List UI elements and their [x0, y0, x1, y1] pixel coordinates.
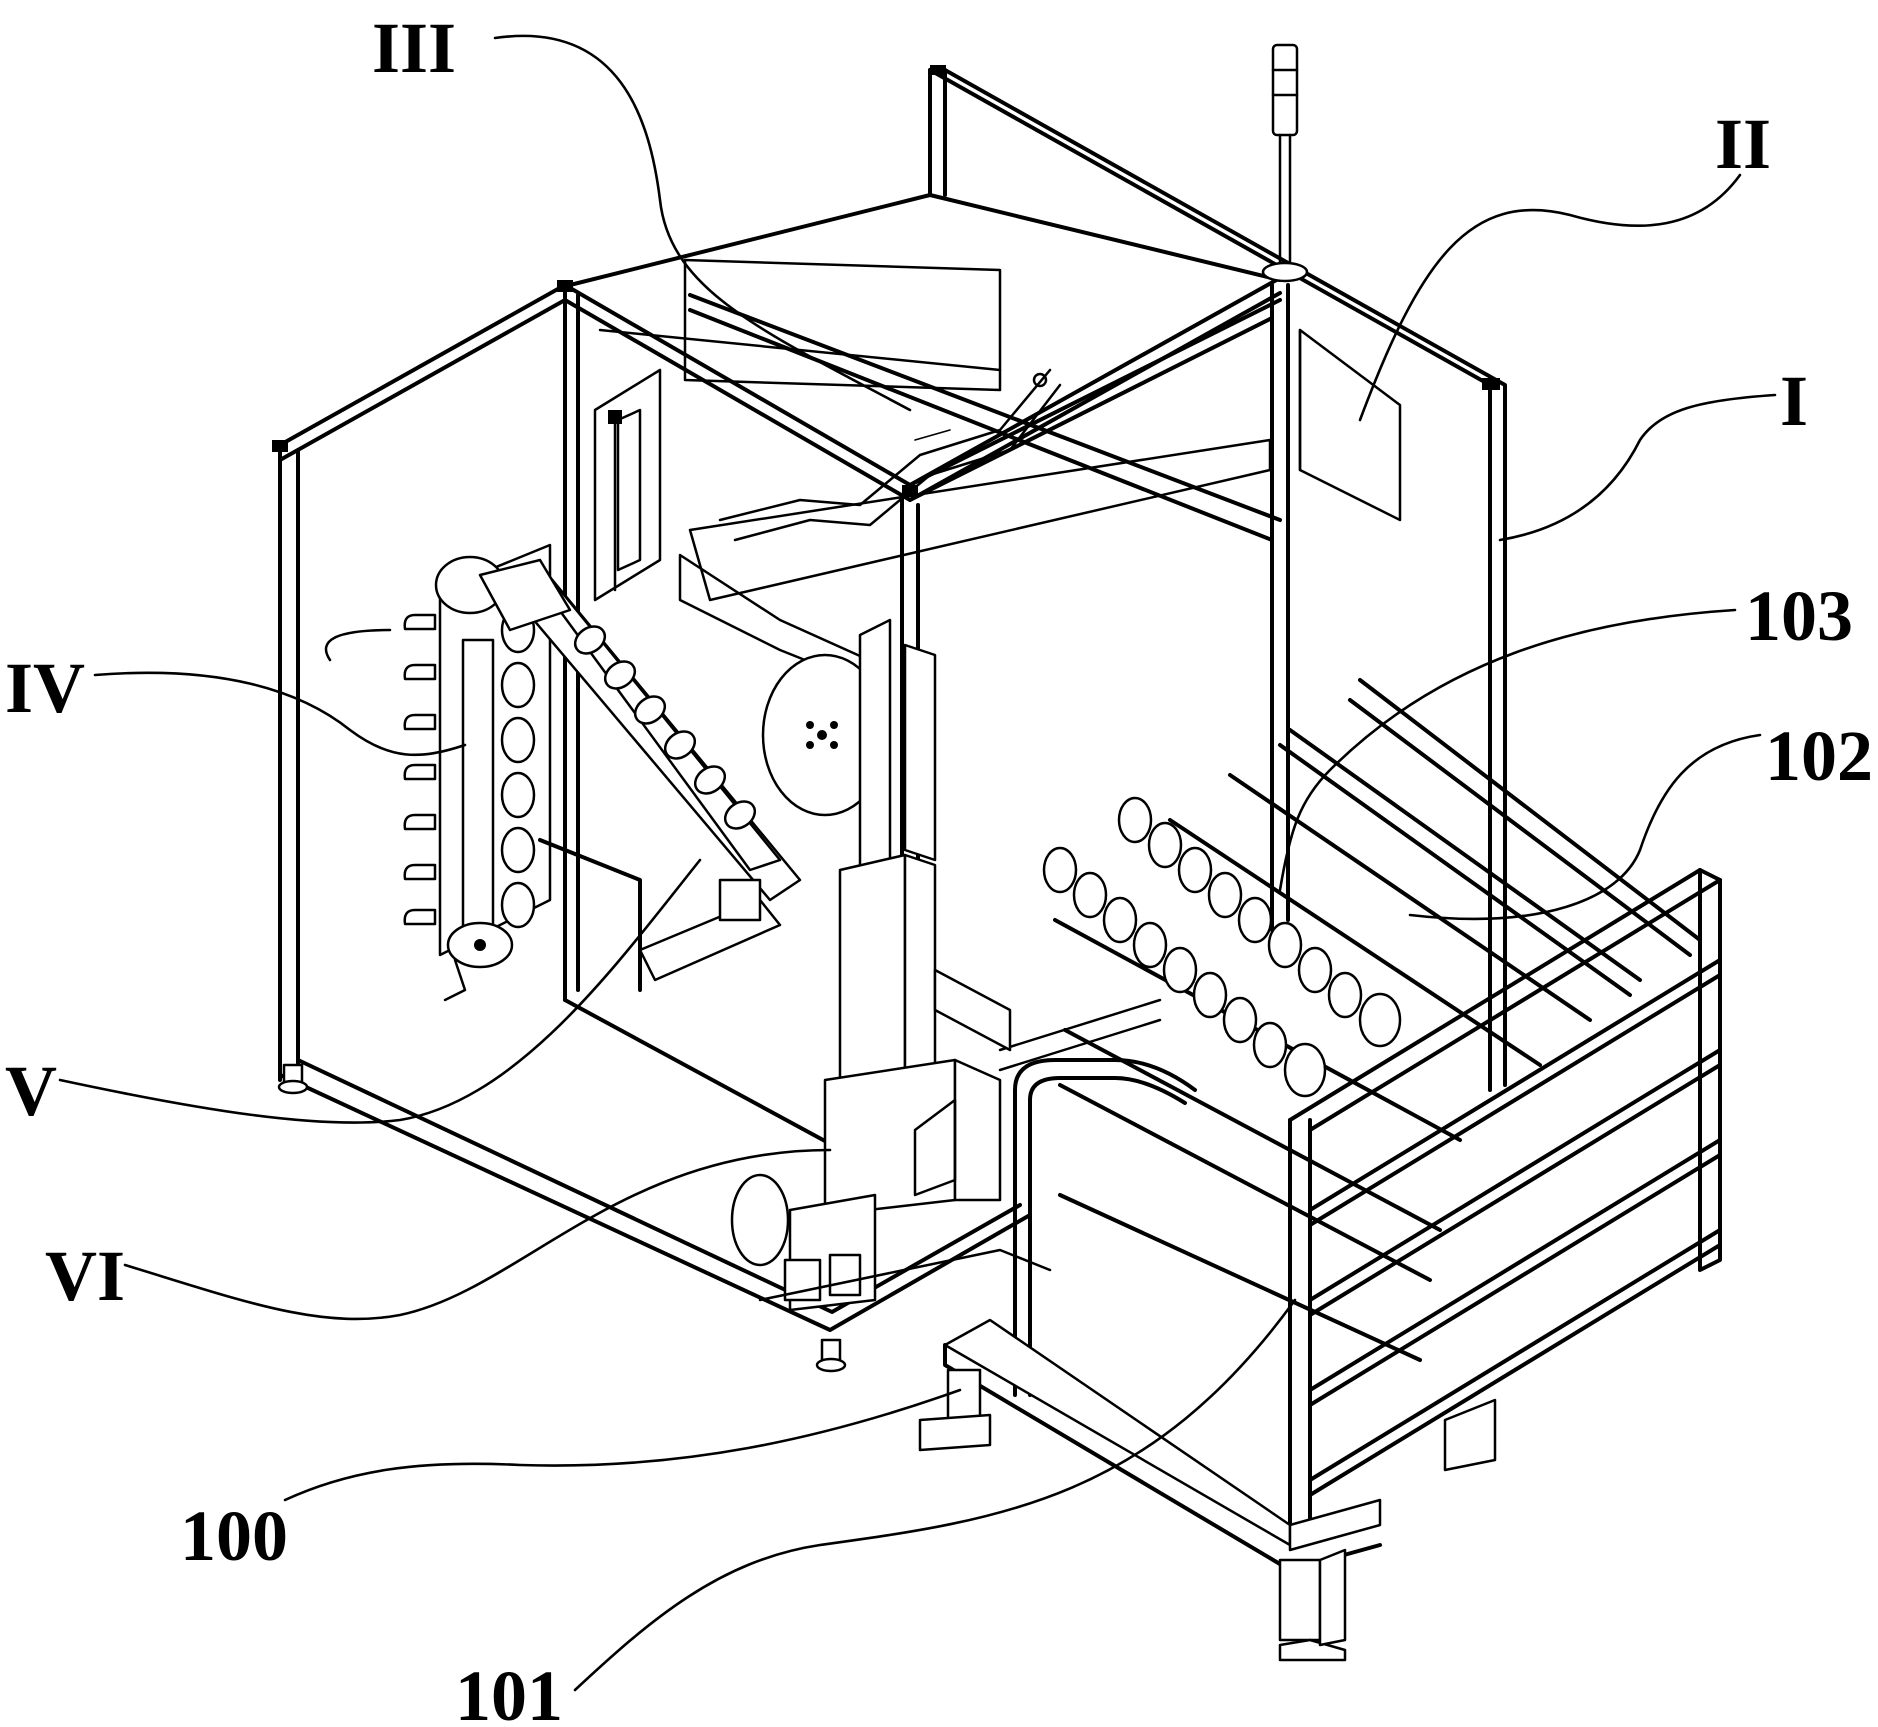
- leader-103: [1280, 610, 1735, 890]
- reference-labels: III II I 103 102 IV V VI 100 101: [5, 8, 1873, 1727]
- roller-row-back: [1119, 798, 1400, 1046]
- label-VI: VI: [45, 1236, 125, 1316]
- roller-rack-rollers: [1044, 798, 1400, 1096]
- label-III: III: [372, 8, 456, 88]
- leader-V: [60, 860, 700, 1123]
- label-IV: IV: [5, 648, 85, 728]
- label-I: I: [1780, 361, 1808, 441]
- label-II: II: [1715, 104, 1771, 184]
- left-guide-column: [595, 370, 660, 600]
- signal-tower: [1263, 45, 1307, 281]
- leader-I: [1500, 395, 1775, 540]
- leader-100: [285, 1390, 960, 1500]
- leader-VI: [125, 1150, 830, 1319]
- label-100: 100: [180, 1496, 288, 1576]
- leader-II: [1360, 175, 1740, 420]
- label-V: V: [5, 1051, 57, 1131]
- label-101: 101: [455, 1656, 563, 1727]
- label-102: 102: [1765, 716, 1873, 796]
- label-103: 103: [1745, 576, 1853, 656]
- leader-101: [575, 1300, 1295, 1690]
- upper-frame-mechanism: [600, 260, 1270, 690]
- leader-102: [1410, 735, 1760, 919]
- conveyor-hooks: [405, 615, 435, 924]
- cart-base: [920, 1320, 1495, 1660]
